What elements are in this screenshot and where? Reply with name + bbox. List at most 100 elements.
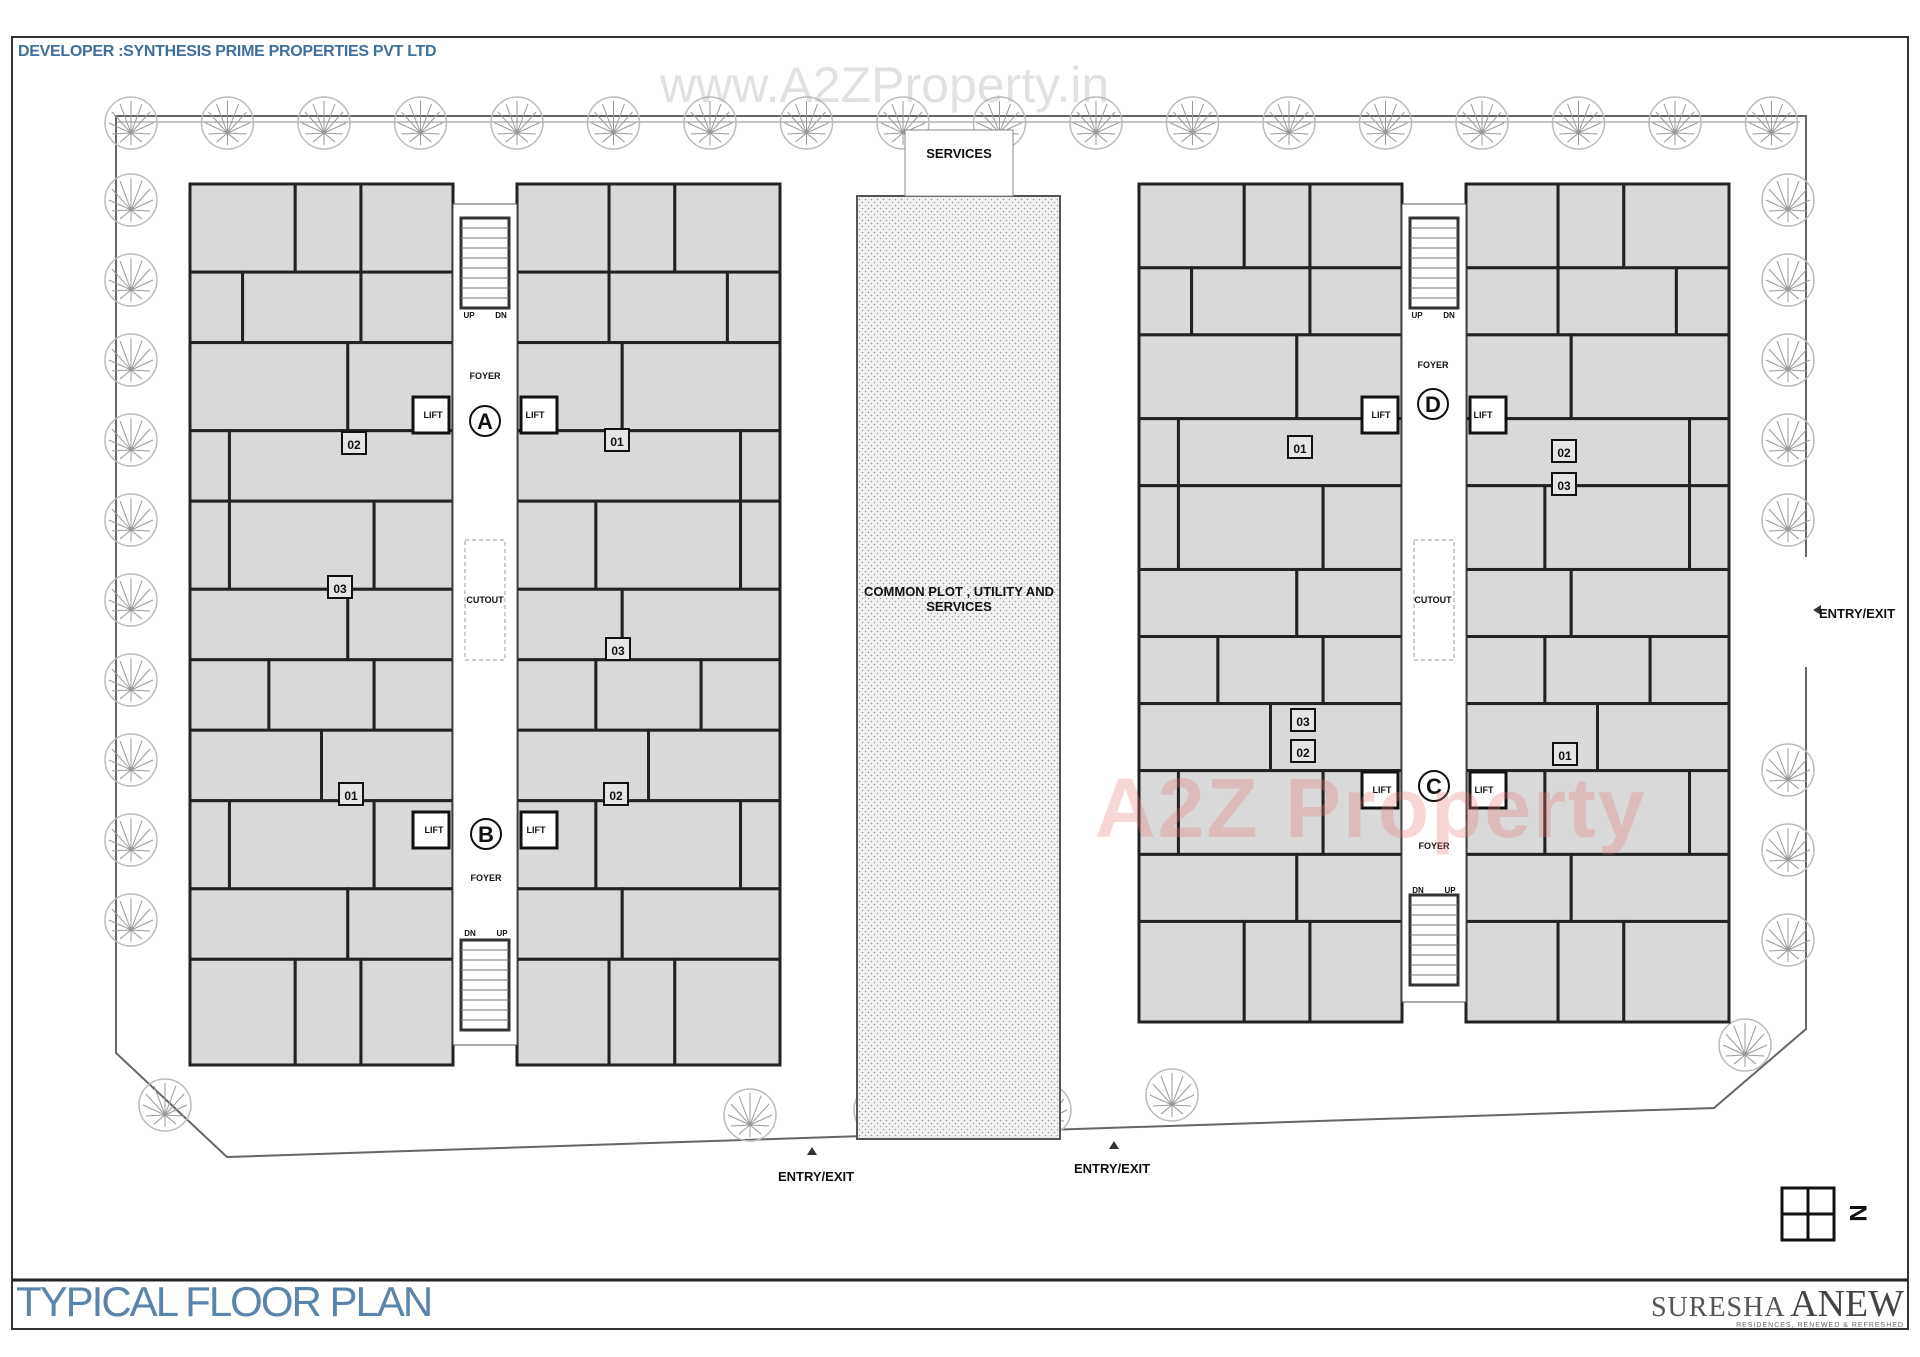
room	[594, 658, 703, 732]
lift-shaft	[519, 395, 559, 435]
core-corridor	[452, 203, 518, 1046]
tree-icon	[104, 813, 158, 867]
unit-number: 01	[610, 435, 624, 449]
room	[227, 499, 376, 591]
room	[1176, 769, 1325, 856]
tree-icon	[138, 1078, 192, 1132]
stair-label: DN	[495, 311, 507, 320]
tree-icon	[1761, 173, 1815, 227]
room	[1464, 852, 1573, 923]
staircase	[1408, 893, 1460, 987]
foyer-label: FOYER	[1418, 841, 1450, 851]
unit-number: 03	[1557, 479, 1571, 493]
lift-shaft	[519, 810, 559, 850]
unit-number: 02	[609, 789, 623, 803]
tree-icon	[1455, 96, 1509, 150]
room	[293, 957, 363, 1067]
unit-number-box	[1290, 739, 1316, 763]
lift-label: LIFT	[424, 410, 443, 420]
room	[1190, 266, 1312, 337]
sheet-border	[11, 36, 1909, 1330]
trees	[104, 96, 1815, 1142]
staircase	[459, 216, 511, 310]
room	[188, 587, 350, 662]
room	[1674, 266, 1731, 337]
tree-icon	[1648, 96, 1702, 150]
tree-icon	[297, 96, 351, 150]
room	[1295, 852, 1404, 923]
room	[1648, 635, 1731, 706]
entry-arrow-icon	[807, 1147, 817, 1155]
unit-number-box	[327, 575, 353, 599]
unit-number: 01	[344, 789, 358, 803]
stair-label: UP	[463, 311, 475, 320]
room	[1556, 266, 1678, 337]
room	[359, 270, 455, 345]
room	[1464, 266, 1560, 337]
room	[1137, 484, 1180, 571]
watermark-url: www.A2ZProperty.in	[660, 57, 1110, 113]
room	[515, 270, 611, 345]
room	[188, 270, 245, 345]
unit-number-box	[341, 431, 367, 455]
apartment-wing	[515, 182, 782, 1067]
room	[1137, 567, 1299, 639]
lift-label: LIFT	[1474, 410, 1493, 420]
tower-marker	[470, 818, 502, 850]
room	[1137, 417, 1180, 488]
tree-icon	[104, 333, 158, 387]
tower-marker	[1417, 388, 1449, 420]
lift-label: LIFT	[1373, 785, 1392, 795]
room	[1242, 919, 1312, 1024]
room	[515, 658, 598, 732]
tree-icon	[490, 96, 544, 150]
room	[1543, 484, 1692, 571]
stair-label: DN	[1412, 886, 1424, 895]
tower-letter: A	[477, 409, 493, 434]
stair-label: DN	[1443, 311, 1455, 320]
room	[188, 728, 323, 803]
room	[607, 270, 729, 345]
room	[594, 799, 743, 891]
cutout-area	[1413, 539, 1455, 661]
room	[188, 658, 271, 732]
services-area	[904, 129, 1014, 197]
unit-number-box	[604, 428, 630, 452]
room	[1137, 769, 1180, 856]
brand-bold: ANEW	[1790, 1283, 1904, 1325]
unit-number-box	[1552, 742, 1578, 766]
room	[1137, 852, 1299, 923]
unit-number: 03	[611, 644, 625, 658]
room	[1688, 769, 1731, 856]
unit-number: 03	[333, 582, 347, 596]
room	[1543, 635, 1652, 706]
unit-number: 01	[1558, 749, 1572, 763]
tree-icon	[1358, 96, 1413, 150]
apartment-wing	[1137, 182, 1404, 1024]
lift-label: LIFT	[1372, 410, 1391, 420]
room	[739, 499, 782, 591]
north-label: N	[1844, 1204, 1871, 1221]
room	[725, 270, 782, 345]
room	[1569, 567, 1731, 639]
room	[1295, 567, 1404, 639]
room	[188, 799, 231, 891]
lift-label: LIFT	[527, 825, 546, 835]
stair-label: UP	[1411, 311, 1423, 320]
page-title: TYPICAL FLOOR PLAN	[16, 1278, 433, 1325]
room	[227, 799, 376, 891]
room	[594, 499, 743, 591]
lift-shaft	[411, 810, 451, 850]
lift-label: LIFT	[1475, 785, 1494, 795]
watermark-logo: A2Z Property	[1095, 761, 1647, 855]
room	[1321, 635, 1404, 706]
tower-letter: C	[1426, 774, 1442, 799]
tree-icon	[104, 733, 158, 787]
buildings	[188, 182, 1731, 1067]
tree-icon	[104, 253, 158, 307]
tower-letter: D	[1425, 392, 1441, 417]
room	[1569, 333, 1731, 421]
room	[1321, 484, 1404, 571]
room	[620, 887, 782, 961]
site-boundary	[115, 115, 1807, 1159]
